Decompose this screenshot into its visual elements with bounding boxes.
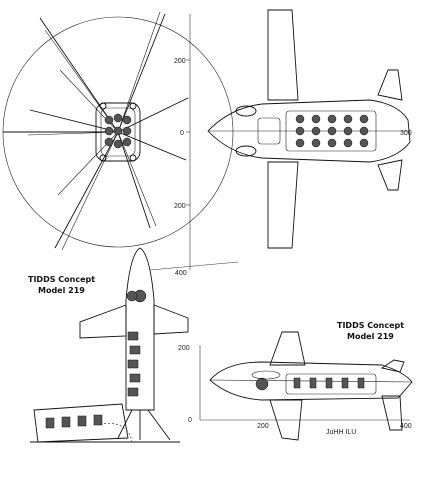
rotor-blade: [117, 11, 161, 133]
rotor-blade: [44, 29, 119, 133]
tick-label: 400: [400, 423, 412, 430]
rotor-blade: [61, 131, 119, 251]
tick-label: 200: [174, 58, 186, 65]
rotor-plan-view: [2, 11, 234, 251]
stacked-seats: [127, 331, 141, 397]
seat-icon: [113, 113, 123, 123]
seat-icon: [104, 115, 114, 125]
rotor-blade: [117, 131, 151, 229]
seat-icon: [122, 137, 132, 147]
lower-tail-fin: [377, 159, 403, 191]
side-cabin-outline: [285, 373, 377, 395]
top-scale-axis: 200 0 200 400: [149, 14, 239, 277]
seat-cluster: [104, 113, 132, 149]
seat-icon: [113, 126, 123, 136]
side-seats: [293, 377, 365, 389]
tick-label: 200: [178, 345, 190, 352]
rotor-hub-icon: [129, 102, 137, 110]
canopy-outline: [251, 370, 281, 380]
caption-right-line1: TIDDS Concept: [337, 321, 404, 330]
rotor-hub-icon: [129, 154, 137, 162]
dorsal-wing: [269, 331, 306, 366]
ventral-wing: [269, 399, 303, 441]
caption-right-line2: Model 219: [347, 332, 394, 341]
tilted-cabin-pod: [33, 403, 129, 443]
right-wing: [153, 304, 189, 335]
landing-leg: [147, 409, 171, 441]
landing-leg: [117, 409, 133, 439]
tick-label: 300: [400, 130, 412, 137]
upper-wing: [267, 9, 299, 101]
upright-fuselage: [125, 247, 155, 411]
cockpit-outline: [257, 117, 281, 145]
upper-tail-fin: [377, 69, 403, 101]
units-note: JuHH ILU: [326, 429, 356, 436]
cabin-outline: [285, 110, 377, 152]
base-line: [149, 261, 239, 271]
rotor-hub-icon: [99, 102, 107, 110]
fuselage-top-outline: [95, 102, 141, 162]
pod-seats: [45, 414, 103, 429]
forward-rotor-icon: [235, 145, 257, 157]
caption-left-line2: Model 219: [38, 286, 85, 295]
rotor-blade: [29, 109, 119, 133]
tail-sitter-view: [30, 247, 189, 443]
seat-icon: [113, 139, 123, 149]
aircraft-plan-view: 300: [207, 9, 412, 249]
dorsal-tail: [380, 359, 405, 373]
side-elevation-view: 200 0 200 400 JuHH ILU: [178, 331, 413, 441]
rotor-hub-icon: [99, 154, 107, 162]
pilot-seat-icon: [255, 377, 269, 391]
passenger-seats: [295, 114, 369, 148]
rotor-blade: [27, 131, 119, 136]
lower-wing: [267, 161, 299, 249]
rotor-blade: [117, 131, 187, 161]
rotor-blade: [39, 17, 119, 133]
caption-left-line1: TIDDS Concept: [28, 275, 95, 284]
cabin-outline: [100, 107, 136, 157]
seat-icon: [122, 115, 132, 125]
forward-rotor-icon: [235, 105, 257, 117]
seat-icon: [104, 137, 114, 147]
seat-icon: [104, 126, 114, 136]
seat-icon: [122, 126, 132, 136]
rotor-blade: [54, 131, 119, 249]
pilot-seat-icon: [126, 290, 138, 302]
tick-label: 200: [174, 203, 186, 210]
tick-label: 0: [180, 130, 184, 137]
tilt-arc: [99, 423, 133, 443]
rotor-blades: [3, 11, 189, 251]
rotor-blade: [117, 131, 157, 227]
tick-label: 200: [257, 423, 269, 430]
left-wing: [79, 304, 127, 339]
fuselage-side-outline: [209, 361, 413, 401]
tick-label: 0: [188, 417, 192, 424]
ventral-tail: [381, 395, 403, 431]
rotor-blade: [117, 13, 166, 133]
rotor-blade: [117, 97, 189, 133]
tick-label: 400: [175, 270, 187, 277]
